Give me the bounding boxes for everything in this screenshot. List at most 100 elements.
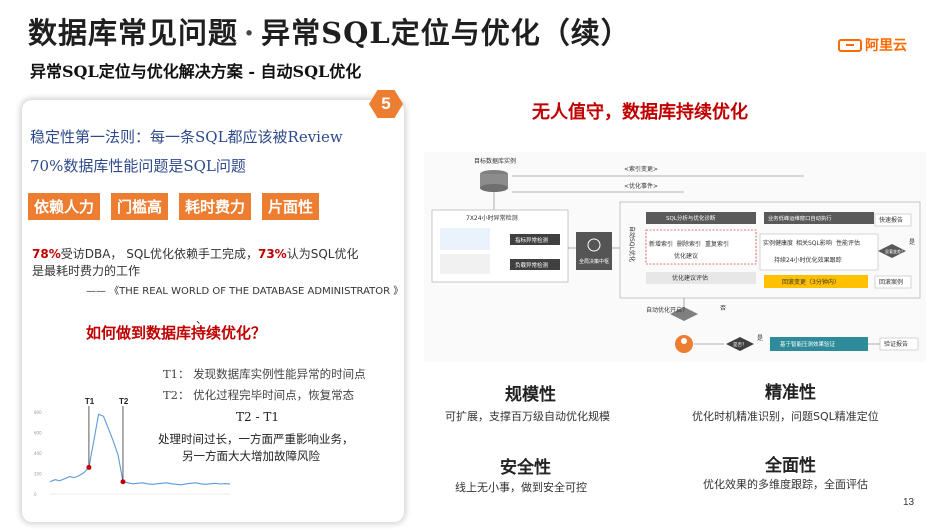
stat-text-2: 认为SQL优化是最耗时费力的工作: [32, 247, 359, 278]
chart-y-tick-label: 600: [34, 431, 42, 436]
auto-opt-question: 自动优化开启？: [646, 306, 688, 314]
page-number: 13: [903, 497, 915, 508]
is-ok-decision: [726, 337, 754, 351]
pain-point-tags: 依赖人力 门槛高 耗时费力 片面性: [28, 193, 320, 220]
title-part1: 数据库常见问题: [28, 16, 239, 50]
left-panel: [22, 100, 404, 522]
yes-label-1: 是: [909, 239, 915, 246]
smart-test-label: 基于智能压测效果验证: [780, 340, 836, 348]
feature-scale-desc: 可扩展，支撑百万级自动优化规模: [445, 410, 610, 423]
tag-threshold: 门槛高: [111, 193, 169, 220]
opt-eval-label: 优化建议评估: [672, 274, 708, 282]
impact-desc-2: 另一方面大大增加故障风险: [182, 449, 320, 463]
load-sparkline: [440, 254, 490, 274]
performance-spike-chart: 800 600 400 200 0 T1 T2: [34, 397, 231, 497]
t2-minus-t1: T2 - T1: [236, 410, 279, 424]
sql-diagnosis-label: SQL分析与优化诊断: [666, 214, 716, 222]
rel-sql-label: 相关SQL影响: [796, 239, 832, 247]
perf-eval-label: 性能评估: [836, 239, 860, 247]
stat-pct-78: 78%: [32, 247, 61, 261]
impact-desc-1: 处理时间过长，一方面严重影响业务，: [158, 432, 354, 446]
feature-safety-title: 安全性: [500, 458, 551, 478]
btn-new-index: 新增索引: [649, 240, 673, 248]
opt-suggest-label: 优化建议: [674, 252, 698, 260]
auto-sql-label: 自动SQL优化: [628, 226, 636, 262]
auto-sql-frame: [619, 201, 921, 299]
page-subtitle: 异常SQL定位与优化解决方案 - 自动SQL优化: [30, 62, 362, 81]
window-exec-box: [764, 212, 874, 224]
t1-marker-dot: [86, 464, 92, 470]
stat-text-1: 受访DBA， SQL优化依赖手工完成，: [60, 247, 258, 261]
tag-manpower: 依赖人力: [28, 193, 101, 220]
regress-decision: [878, 244, 906, 258]
aliyun-logo-icon: [838, 38, 862, 52]
bullet-mark: 、: [196, 313, 207, 326]
chart-t2-label: T2: [119, 397, 129, 406]
yes-label-2: 是: [757, 335, 763, 342]
verify-report-box: [879, 337, 919, 351]
feature-completeness-title: 全面性: [765, 456, 816, 476]
sql-problem-ratio: 70%数据库性能问题是SQL问题: [30, 157, 246, 175]
book-quote: —— 《THE REAL WORLD OF THE DATABASE ADMIN…: [86, 286, 404, 297]
aliyun-logo: 阿里云: [838, 35, 907, 55]
chart-y-tick-label: 800: [34, 410, 42, 415]
fast-report-label: 快速报告: [879, 216, 903, 224]
metric-anomaly-label: 指标异常检测: [515, 236, 549, 244]
chart-series-line: [49, 413, 231, 486]
chart-y-tick-label: 0: [34, 492, 37, 497]
logo-text: 阿里云: [865, 38, 907, 54]
feature-precision-title: 精准性: [765, 383, 816, 403]
fast-report-box: [874, 213, 912, 227]
load-anomaly-box: [510, 259, 560, 270]
detect-title: 7X24小时异常检测: [466, 214, 518, 222]
page-title: 数据库常见问题·异常SQL定位与优化（续）: [28, 10, 631, 52]
dba-survey-stat: 78%受访DBA， SQL优化依赖手工完成，73%认为SQL优化是最耗时费力的工…: [32, 246, 362, 280]
person-head: [681, 338, 687, 344]
stat-pct-73: 73%: [257, 247, 287, 261]
unattended-headline: 无人值守，数据库持续优化: [532, 102, 748, 123]
opt-event-label: <优化事件>: [624, 182, 658, 190]
t2-definition: T2： 优化过程完毕时间点，恢复常态: [163, 388, 355, 402]
track-label: 持续24小时优化效果跟踪: [774, 256, 842, 264]
is-ok-label: 是否？: [733, 342, 747, 348]
index-change-label: <索引变更>: [624, 165, 658, 173]
opt-eval-box: [646, 272, 756, 284]
metric-sparkline: [440, 228, 490, 250]
load-anomaly-label: 负载异常检测: [515, 261, 549, 269]
opt-suggest-box: [645, 229, 757, 265]
verify-report-label: 验证报告: [884, 340, 908, 348]
t2-marker-dot: [120, 479, 126, 485]
chart-t1-label: T1: [85, 397, 95, 406]
sql-diagnosis-box: [646, 212, 756, 224]
title-part2: 异常SQL定位与优化（续）: [261, 16, 631, 50]
chart-axes: 800 600 400 200 0: [34, 410, 230, 497]
continuous-optimization-question: 如何做到数据库持续优化？: [86, 324, 267, 342]
auto-opt-decision: [670, 307, 698, 321]
btn-dup-index: 重复索引: [705, 240, 729, 248]
feature-safety-desc: 线上无小事，做到安全可控: [455, 481, 587, 494]
t1-definition: T1： 发现数据库实例性能异常的时间点: [163, 367, 366, 381]
rollback-box: [764, 275, 868, 288]
track-box: [759, 233, 879, 271]
globe-icon: [587, 238, 601, 252]
no-label: 否: [720, 305, 726, 312]
tag-one-sided: 片面性: [262, 193, 320, 220]
regress-label: 显著变差？: [885, 248, 905, 254]
db-instance-label: 目标数据库实例: [474, 157, 516, 165]
inst-health-label: 实例健康度: [763, 239, 793, 247]
chart-y-tick-label: 200: [34, 472, 42, 477]
rollback-case-label: 回滚案例: [879, 278, 903, 286]
rollback-case-box: [874, 275, 912, 289]
feature-completeness-desc: 优化效果的多维度跟踪，全面评估: [703, 478, 868, 491]
btn-drop-index: 删除索引: [677, 240, 701, 248]
tag-time-cost: 耗时费力: [179, 193, 252, 220]
feature-precision-desc: 优化时机精准识别，问题SQL精准定位: [692, 410, 879, 423]
global-decision-label: 全局决策中枢: [579, 258, 609, 265]
feature-scale-title: 规模性: [505, 385, 556, 405]
title-dot: ·: [244, 16, 256, 50]
chart-y-tick-label: 400: [34, 451, 42, 456]
database-instance-icon: [480, 170, 508, 192]
stability-rule: 稳定性第一法则：每一条SQL都应该被Review: [30, 128, 343, 146]
window-exec-label: 业务低峰运维窗口自动执行: [768, 214, 832, 222]
auto-sql-optimization-flow-diagram: 目标数据库实例 <索引变更> <优化事件> 7X24小时异常检测 指标异常检测 …: [424, 152, 926, 362]
